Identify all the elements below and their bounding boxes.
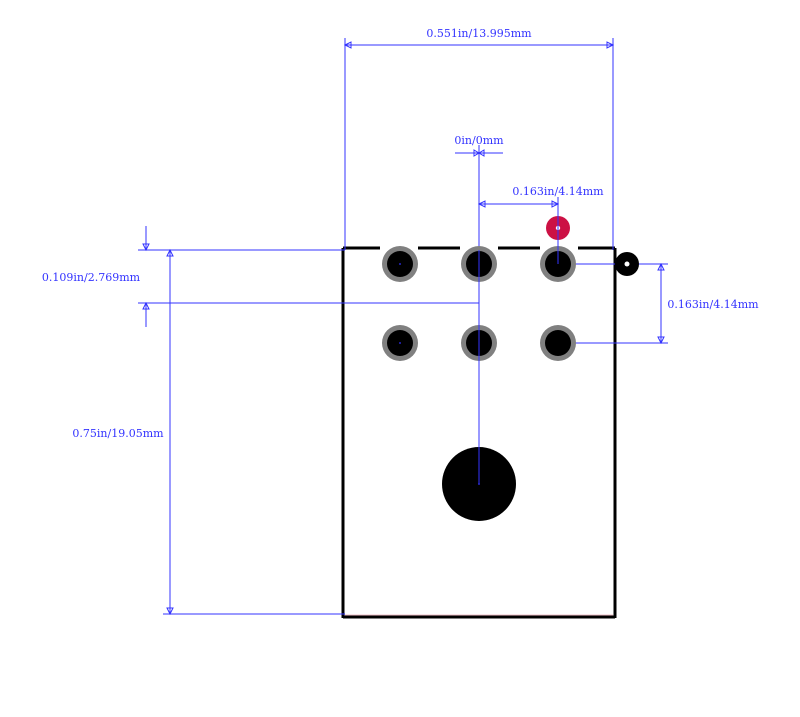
pad-6 [540, 325, 576, 361]
top-offset-label: 0.109in/2.769mm [42, 271, 141, 284]
total-height-label: 0.75in/19.05mm [72, 427, 164, 440]
row-pitch-vertical-label: 0.163in/4.14mm [667, 298, 759, 311]
reference-marker [615, 252, 639, 276]
center-overlay [478, 197, 559, 484]
total-width-label: 0.551in/13.995mm [426, 27, 532, 40]
pad-4 [382, 325, 418, 361]
pad-1 [382, 246, 418, 282]
pin-pitch-horizontal-label: 0.163in/4.14mm [512, 185, 604, 198]
center-offset-label: 0in/0mm [454, 134, 504, 147]
body-outline [341, 246, 617, 619]
